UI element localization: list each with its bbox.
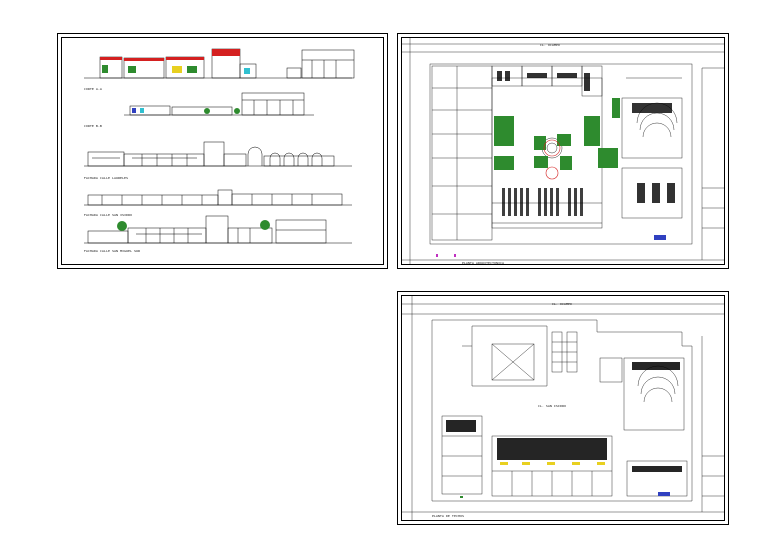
elevations-sheet: CORTE A-A CORTE B-B FACHADA CALLE LAUREL… [57, 33, 388, 269]
elevation-row-2 [124, 92, 314, 116]
site-plan-detailed-drawing [402, 38, 724, 264]
roof-top-street-label: CL. OCAMPO [552, 302, 573, 306]
site-plan-roof-frame: CL. OCAMPO CL. SAN ISIDRO PLANTA DE TECH… [401, 295, 725, 521]
elevations-drawing [84, 48, 355, 244]
elevation-row-3 [84, 141, 352, 167]
elevation-label-5: FACHADA CALLE SAN MIGUEL SUR [84, 249, 141, 253]
detailed-top-street-label: CL. OCAMPO [540, 43, 561, 47]
roof-bottom-street-label: PLANTA DE TECHOS [432, 514, 465, 518]
elevation-row-1 [84, 48, 355, 79]
site-plan-detailed-sheet: CL. OCAMPO PLANTA ARQUITECTONICA [397, 33, 729, 269]
site-plan-roof-drawing [402, 296, 724, 520]
site-plan-roof-sheet: CL. OCAMPO CL. SAN ISIDRO PLANTA DE TECH… [397, 291, 729, 525]
site-plan-detailed-frame: CL. OCAMPO PLANTA ARQUITECTONICA [401, 37, 725, 265]
elevation-label-1: CORTE A-A [84, 87, 103, 91]
elevation-label-2: CORTE B-B [84, 124, 103, 128]
elevation-row-4 [84, 189, 352, 206]
elevations-frame: CORTE A-A CORTE B-B FACHADA CALLE LAUREL… [61, 37, 384, 265]
elevation-row-5 [84, 215, 352, 244]
elevation-label-3: FACHADA CALLE LAURELES [84, 176, 129, 180]
elevation-label-4: FACHADA CALLE SAN ISIDRO [84, 213, 133, 217]
detailed-bottom-street-label: PLANTA ARQUITECTONICA [462, 261, 505, 265]
roof-inner-street-label: CL. SAN ISIDRO [538, 404, 567, 408]
